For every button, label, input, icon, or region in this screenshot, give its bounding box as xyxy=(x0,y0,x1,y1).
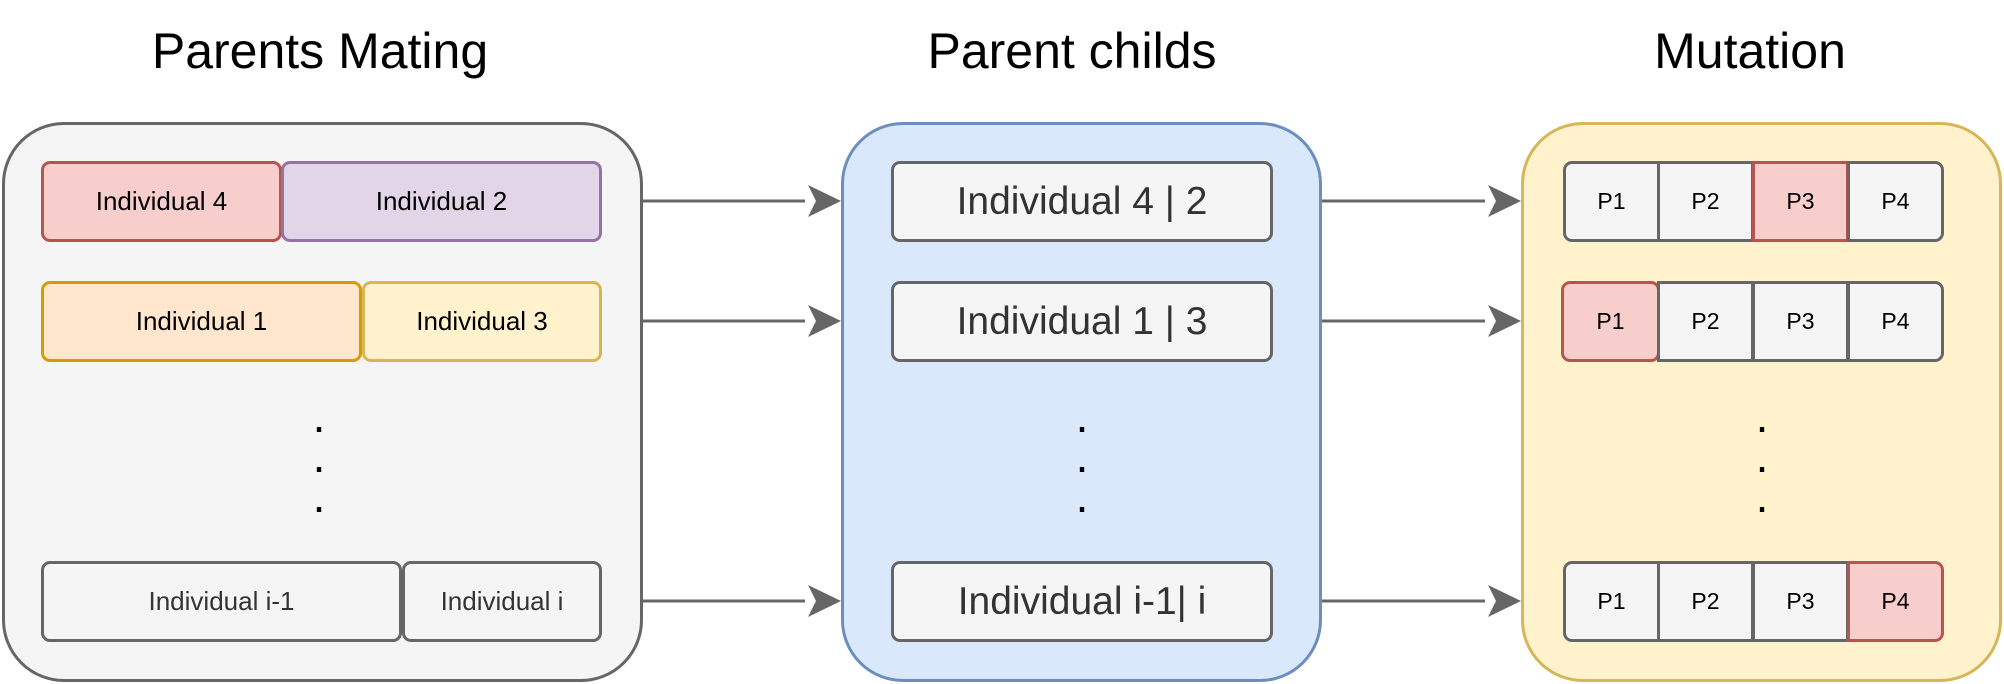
individual-3-box: Individual 3 xyxy=(362,281,602,362)
individual-4-box: Individual 4 xyxy=(41,161,282,242)
arrow-parents-to-children-row2 xyxy=(643,305,841,337)
arrow-children-to-mutation-row2 xyxy=(1322,305,1521,337)
mutation-row3-p4-mutated: P4 xyxy=(1847,561,1944,642)
individual-2-box: Individual 2 xyxy=(281,161,602,242)
dot: . xyxy=(1075,430,1089,482)
individual-i-1-box: Individual i-1 xyxy=(41,561,402,642)
mutation-row1-p1: P1 xyxy=(1563,161,1660,242)
mutation-row2-p1-mutated: P1 xyxy=(1561,281,1660,362)
mutation-row2-p2: P2 xyxy=(1657,281,1754,362)
dot: . xyxy=(1755,390,1769,442)
mutation-ellipsis: . . . xyxy=(1742,390,1782,522)
arrow-children-to-mutation-row3 xyxy=(1322,585,1521,617)
individual-i-box: Individual i xyxy=(402,561,602,642)
mutation-row1-p3-mutated: P3 xyxy=(1752,161,1849,242)
mutation-row1-p4: P4 xyxy=(1847,161,1944,242)
dot: . xyxy=(312,390,326,442)
dot: . xyxy=(1075,470,1089,522)
child-i-1-i-box: Individual i-1| i xyxy=(891,561,1273,642)
child-4-2-box: Individual 4 | 2 xyxy=(891,161,1273,242)
parents-ellipsis: . . . xyxy=(299,390,339,522)
dot: . xyxy=(1075,390,1089,442)
arrow-children-to-mutation-row1 xyxy=(1322,185,1521,217)
mutation-row2-p3: P3 xyxy=(1752,281,1849,362)
title-parent-childs: Parent childs xyxy=(927,23,1217,79)
child-1-3-box: Individual 1 | 3 xyxy=(891,281,1273,362)
title-parents-mating: Parents Mating xyxy=(151,23,489,79)
mutation-row2-p4: P4 xyxy=(1847,281,1944,362)
dot: . xyxy=(312,430,326,482)
dot: . xyxy=(312,470,326,522)
children-ellipsis: . . . xyxy=(1062,390,1102,522)
title-mutation: Mutation xyxy=(1654,23,1846,79)
mutation-row3-p2: P2 xyxy=(1657,561,1754,642)
arrow-parents-to-children-row3 xyxy=(643,585,841,617)
dot: . xyxy=(1755,470,1769,522)
arrow-parents-to-children-row1 xyxy=(643,185,841,217)
dot: . xyxy=(1755,430,1769,482)
individual-1-box: Individual 1 xyxy=(41,281,362,362)
